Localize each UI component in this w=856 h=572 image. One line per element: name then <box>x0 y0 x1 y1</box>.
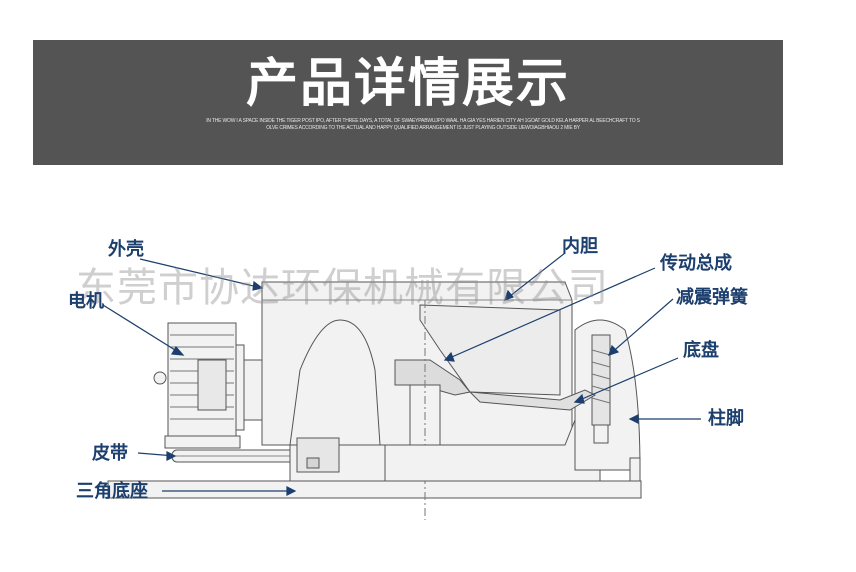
triangle-base-shape <box>107 480 642 499</box>
label-belt: 皮带 <box>92 443 128 464</box>
motor-terminal-box <box>197 359 227 411</box>
leader-damping-spring <box>608 298 674 356</box>
machine-drawing <box>107 281 642 520</box>
banner-title: 产品详情展示 <box>245 54 570 114</box>
motor-eye-bolt <box>153 371 167 385</box>
label-drive-assembly: 传动总成 <box>660 253 732 274</box>
banner: 产品详情展示 IN THE WOW I A SPACE INSIDE THE T… <box>33 40 783 165</box>
banner-subtitle-line2: OLVE CRIMES ACCORDING TO THE ACTUAL AND … <box>266 125 580 131</box>
motor-base-shape <box>164 435 241 449</box>
leader-inner-drum <box>504 252 566 301</box>
damping-spring-shape <box>591 334 611 426</box>
label-inner-drum: 内胆 <box>562 236 598 257</box>
leader-drive-assembly <box>444 267 656 361</box>
label-pillar-foot: 柱脚 <box>708 408 744 429</box>
label-motor: 电机 <box>68 291 104 312</box>
cone-cover-shape <box>289 319 381 446</box>
leader-base-plate <box>574 357 679 403</box>
leader-motor <box>102 304 184 356</box>
leader-lines <box>102 252 701 496</box>
leader-outer-shell <box>139 258 263 289</box>
label-base-plate: 底盘 <box>683 340 719 361</box>
label-outer-shell: 外壳 <box>108 239 144 260</box>
label-triangle-base: 三角底座 <box>76 481 148 502</box>
drive-assembly-shape <box>394 359 471 396</box>
label-damping-spring: 减震弹簧 <box>676 287 748 308</box>
banner-subtitle-line1: IN THE WOW I A SPACE INSIDE THE TIGER PO… <box>206 118 640 124</box>
company-watermark: 东莞市协达环保机械有限公司 <box>76 265 609 311</box>
